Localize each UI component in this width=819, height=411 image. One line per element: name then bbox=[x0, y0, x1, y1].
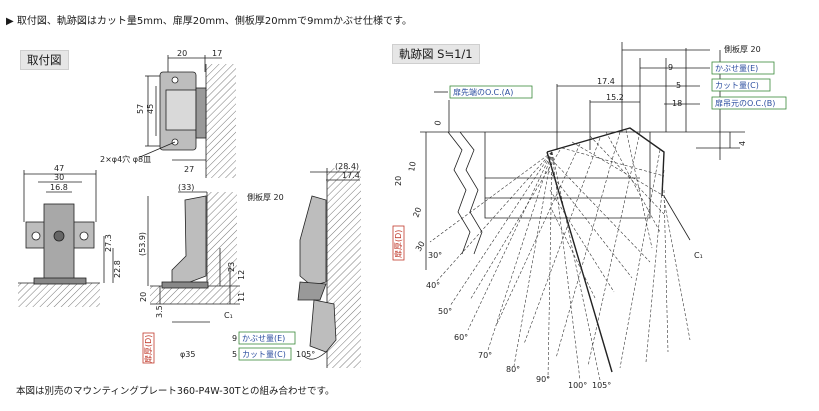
overlay-num-side: 9 bbox=[232, 334, 237, 343]
dim-open-17-4: 17.4 bbox=[342, 171, 360, 180]
cut-box-side bbox=[238, 347, 292, 361]
top-note: ▶ 取付図、軌跡図はカット量5mm、扉厚20mm、側板厚20mmで9mmかぶせ仕… bbox=[6, 16, 412, 27]
traj-angle-label: 90° bbox=[536, 375, 550, 384]
dim-top-57: 57 bbox=[136, 104, 145, 114]
dim-side-33: (33) bbox=[178, 183, 194, 192]
holes-label: 2×φ4穴 φ8皿 bbox=[100, 154, 151, 164]
traj-c1-label: C₁ bbox=[694, 251, 703, 260]
traj-dim-0: 0 bbox=[433, 120, 443, 127]
side-panel-label: 側板厚 20 bbox=[247, 192, 284, 202]
dim-front-30: 30 bbox=[54, 173, 64, 182]
open-angle-105: 105° bbox=[296, 350, 315, 359]
cut-label-side: カット量(C) bbox=[242, 350, 286, 359]
traj-overlay-label: かぶせ量(E) bbox=[715, 64, 758, 73]
dim-front-47: 47 bbox=[54, 164, 64, 173]
traj-hinge-oc-box bbox=[711, 96, 787, 110]
dim-front-22-8: 22.8 bbox=[113, 260, 122, 278]
overlay-box-side bbox=[238, 331, 296, 345]
traj-angle-label: 105° bbox=[592, 381, 611, 390]
section-label-mount: 取付図 bbox=[20, 50, 69, 70]
top-view bbox=[139, 55, 236, 178]
traj-dim-15-2: 15.2 bbox=[606, 93, 624, 102]
dim-side-53-9: (53.9) bbox=[138, 232, 147, 256]
traj-angle-label: 100° bbox=[568, 381, 587, 390]
door-thickness-label: 扉厚(D) bbox=[143, 335, 153, 363]
dim-front-16-8: 16.8 bbox=[50, 183, 68, 192]
traj-door-thickness-label: 扉厚(D) bbox=[393, 230, 403, 258]
traj-overlay-box bbox=[711, 61, 775, 75]
traj-door-tip-label: 扉先端のO.C.(A) bbox=[453, 87, 513, 97]
dim-side-20: 20 bbox=[139, 292, 148, 302]
bottom-note: 本図は別売のマウンティングプレート360-P4W-30Tとの組み合わせです。 bbox=[16, 386, 335, 397]
dim-open-28-4: (28.4) bbox=[335, 162, 359, 171]
dim-side-11: 11 bbox=[237, 292, 246, 302]
bullet-arrow-icon: ▶ bbox=[6, 16, 17, 27]
traj-dim-9: 9 bbox=[668, 63, 673, 72]
overlay-label-side: かぶせ量(E) bbox=[242, 334, 285, 343]
traj-angle-label: 50° bbox=[438, 307, 452, 316]
cut-num-side: 5 bbox=[232, 350, 237, 359]
dim-side-phi35: φ35 bbox=[180, 350, 195, 359]
open-view bbox=[297, 168, 361, 368]
traj-dim-18: 18 bbox=[672, 99, 682, 108]
dim-top-17: 17 bbox=[212, 49, 222, 58]
traj-hinge-oc-label: 扉吊元のO.C.(B) bbox=[715, 98, 775, 108]
dim-top-20: 20 bbox=[177, 49, 187, 58]
c1-label-side: C₁ bbox=[224, 311, 233, 320]
side-view bbox=[147, 191, 240, 323]
section-label-trajectory: 軌跡図 S≒1/1 bbox=[392, 44, 480, 64]
traj-angle-label: 60° bbox=[454, 333, 468, 342]
dim-top-27: 27 bbox=[184, 165, 194, 174]
traj-door-tip-box bbox=[449, 85, 533, 99]
traj-dim-4: 4 bbox=[738, 141, 747, 146]
traj-dim-10: 10 bbox=[407, 161, 418, 173]
dim-side-12: 12 bbox=[237, 270, 246, 280]
front-view bbox=[18, 170, 114, 307]
traj-door-thickness-box bbox=[392, 225, 405, 261]
dim-top-45: 45 bbox=[146, 104, 155, 114]
traj-angle-label: 70° bbox=[478, 351, 492, 360]
traj-cut-label: カット量(C) bbox=[715, 81, 759, 90]
traj-angle-label: 30° bbox=[428, 251, 442, 260]
trajectory-view bbox=[420, 42, 745, 373]
door-thickness-box bbox=[142, 332, 155, 364]
traj-dim-5: 5 bbox=[676, 81, 681, 90]
traj-angle-label: 40° bbox=[426, 281, 440, 290]
dim-side-3-5: 3.5 bbox=[155, 305, 164, 318]
traj-angle-label: 80° bbox=[506, 365, 520, 374]
traj-dim-20: 20 bbox=[411, 206, 423, 219]
traj-dim-17-4: 17.4 bbox=[597, 77, 615, 86]
dim-front-27-3: 27.3 bbox=[104, 234, 113, 252]
traj-dim-20-left: 20 bbox=[394, 176, 403, 186]
trajectory-sweep bbox=[429, 129, 691, 381]
traj-cut-box bbox=[711, 78, 771, 92]
traj-dim-30: 30 bbox=[414, 240, 427, 253]
dim-side-23: 23 bbox=[227, 262, 236, 272]
traj-panel-label: 側板厚 20 bbox=[724, 44, 761, 54]
